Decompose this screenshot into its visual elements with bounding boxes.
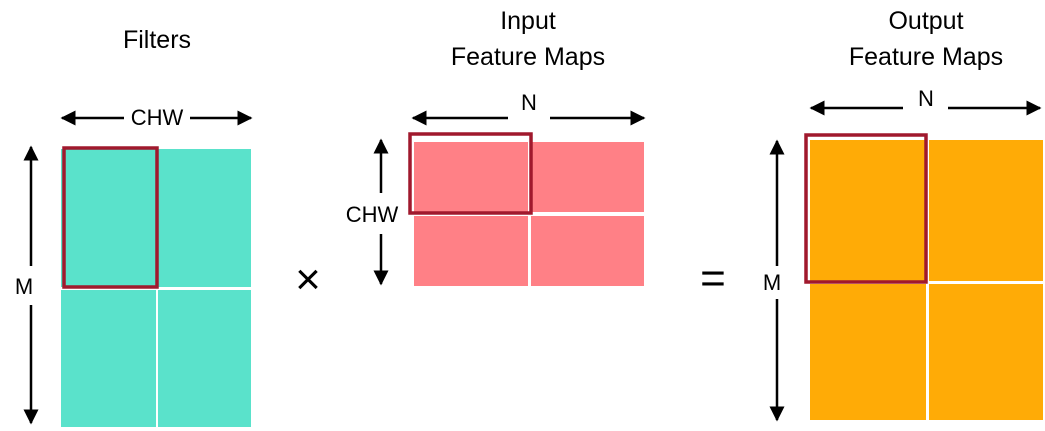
filters-title: Filters [123, 26, 191, 54]
input-group: Input Feature Maps N CHW [346, 7, 646, 286]
filters-block-bottom-right [158, 290, 251, 427]
filters-highlight-box [62, 146, 159, 289]
output-block-bottom-right [929, 284, 1043, 420]
output-title-line2: Feature Maps [849, 43, 1003, 71]
input-matrix [414, 142, 644, 286]
output-height-label: M [763, 270, 781, 295]
input-block-top-right [531, 142, 644, 212]
filters-width-arrow: CHW [60, 105, 253, 130]
input-block-top-left [414, 142, 528, 212]
equals-operator: = [700, 254, 726, 303]
output-block-top-right [929, 140, 1043, 281]
output-width-label: N [918, 86, 934, 111]
input-highlight-box [408, 132, 533, 215]
output-matrix [810, 140, 1043, 420]
filters-block-bottom-left [61, 290, 156, 427]
output-title-line1: Output [888, 7, 963, 35]
filters-block-top-right [158, 149, 251, 287]
input-title-line1: Input [500, 7, 556, 35]
output-highlight-box [804, 133, 928, 284]
output-height-arrow: M [763, 139, 785, 422]
output-block-top-left [810, 140, 926, 281]
input-height-label: CHW [346, 202, 399, 227]
filters-height-arrow: M [15, 145, 39, 425]
input-title-line2: Feature Maps [451, 43, 605, 71]
input-width-label: N [521, 90, 537, 115]
output-block-bottom-left [810, 284, 926, 420]
input-block-bottom-left [414, 216, 528, 286]
output-width-arrow: N [809, 86, 1042, 116]
filters-height-label: M [15, 274, 33, 299]
filters-width-label: CHW [131, 105, 184, 130]
multiply-operator: × [295, 255, 321, 304]
filters-matrix [61, 149, 251, 427]
input-block-bottom-right [531, 216, 644, 286]
input-width-arrow: N [411, 90, 646, 126]
input-height-arrow: CHW [346, 138, 399, 286]
output-group: Output Feature Maps N M [763, 7, 1043, 422]
filters-block-top-left [61, 149, 156, 287]
filters-group: Filters CHW M [15, 26, 253, 427]
